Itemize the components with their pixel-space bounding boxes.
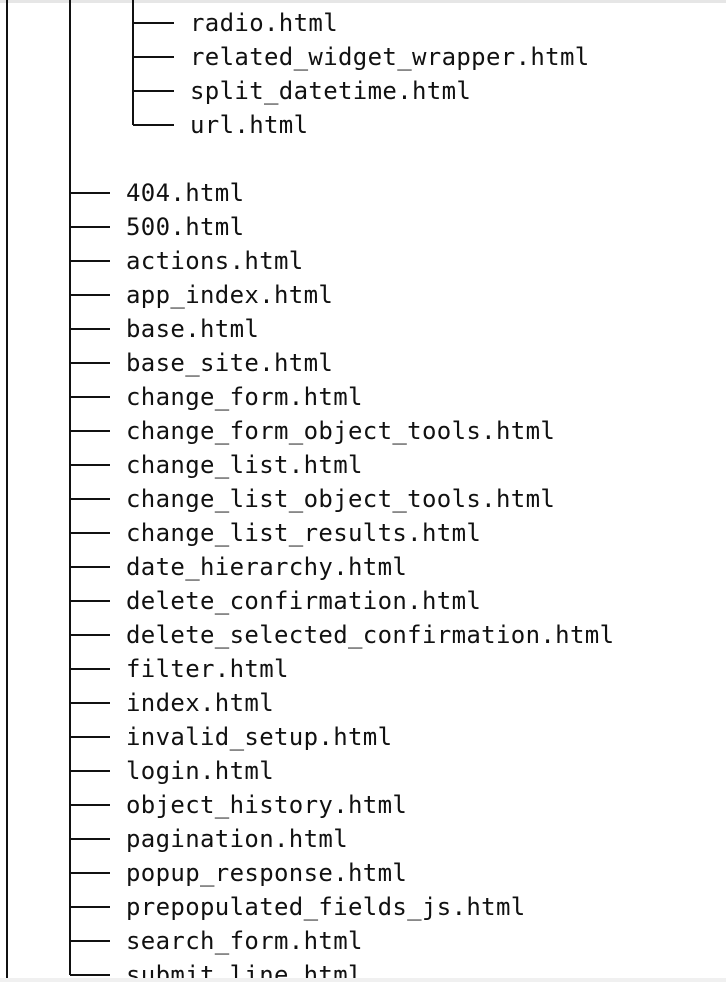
- tree-trunk-outer: [6, 0, 8, 982]
- file-name[interactable]: index.html: [126, 689, 274, 717]
- tree-branch-connector: [133, 56, 174, 58]
- file-name[interactable]: object_history.html: [126, 791, 408, 819]
- file-name[interactable]: change_list.html: [126, 451, 363, 479]
- tree-branch-connector: [70, 498, 110, 500]
- file-name[interactable]: base_site.html: [126, 349, 334, 377]
- file-name[interactable]: change_list_results.html: [126, 519, 482, 547]
- tree-branch-connector: [70, 872, 110, 874]
- nested-file-name[interactable]: url.html: [190, 111, 309, 139]
- tree-trunk-nested: [132, 0, 134, 125]
- tree-trunk-main: [69, 0, 71, 975]
- file-name[interactable]: filter.html: [126, 655, 289, 683]
- file-name[interactable]: prepopulated_fields_js.html: [126, 893, 526, 921]
- tree-branch-connector: [70, 260, 110, 262]
- tree-branch-connector: [70, 532, 110, 534]
- tree-branch-connector: [70, 396, 110, 398]
- tree-branch-connector: [70, 770, 110, 772]
- tree-branch-connector: [133, 124, 174, 126]
- file-name[interactable]: 404.html: [126, 179, 245, 207]
- nested-file-name[interactable]: radio.html: [190, 9, 338, 37]
- tree-branch-connector: [70, 702, 110, 704]
- file-name[interactable]: change_form.html: [126, 383, 363, 411]
- top-border: [0, 0, 726, 3]
- file-name[interactable]: login.html: [126, 757, 274, 785]
- tree-branch-connector: [70, 974, 110, 976]
- tree-branch-connector: [70, 906, 110, 908]
- tree-branch-connector: [70, 940, 110, 942]
- tree-branch-connector: [70, 464, 110, 466]
- file-name[interactable]: change_list_object_tools.html: [126, 485, 556, 513]
- file-name[interactable]: base.html: [126, 315, 260, 343]
- tree-branch-connector: [70, 668, 110, 670]
- file-name[interactable]: delete_selected_confirmation.html: [126, 621, 615, 649]
- tree-branch-connector: [70, 804, 110, 806]
- file-name[interactable]: actions.html: [126, 247, 304, 275]
- file-name[interactable]: popup_response.html: [126, 859, 408, 887]
- tree-branch-connector: [70, 294, 110, 296]
- tree-branch-connector: [70, 838, 110, 840]
- file-name[interactable]: invalid_setup.html: [126, 723, 393, 751]
- bottom-edge: [0, 978, 726, 982]
- tree-branch-connector: [70, 192, 110, 194]
- tree-branch-connector: [133, 90, 174, 92]
- tree-branch-connector: [70, 362, 110, 364]
- file-name[interactable]: change_form_object_tools.html: [126, 417, 556, 445]
- file-name[interactable]: pagination.html: [126, 825, 348, 853]
- nested-file-name[interactable]: related_widget_wrapper.html: [190, 43, 590, 71]
- tree-branch-connector: [133, 22, 174, 24]
- file-name[interactable]: date_hierarchy.html: [126, 553, 408, 581]
- tree-branch-connector: [70, 328, 110, 330]
- file-name[interactable]: submit_line.html: [126, 961, 363, 982]
- tree-branch-connector: [70, 566, 110, 568]
- nested-file-name[interactable]: split_datetime.html: [190, 77, 472, 105]
- tree-branch-connector: [70, 226, 110, 228]
- file-name[interactable]: app_index.html: [126, 281, 334, 309]
- tree-branch-connector: [70, 634, 110, 636]
- tree-branch-connector: [70, 430, 110, 432]
- file-name[interactable]: delete_confirmation.html: [126, 587, 482, 615]
- tree-branch-connector: [70, 600, 110, 602]
- file-name[interactable]: search_form.html: [126, 927, 363, 955]
- tree-branch-connector: [70, 736, 110, 738]
- file-name[interactable]: 500.html: [126, 213, 245, 241]
